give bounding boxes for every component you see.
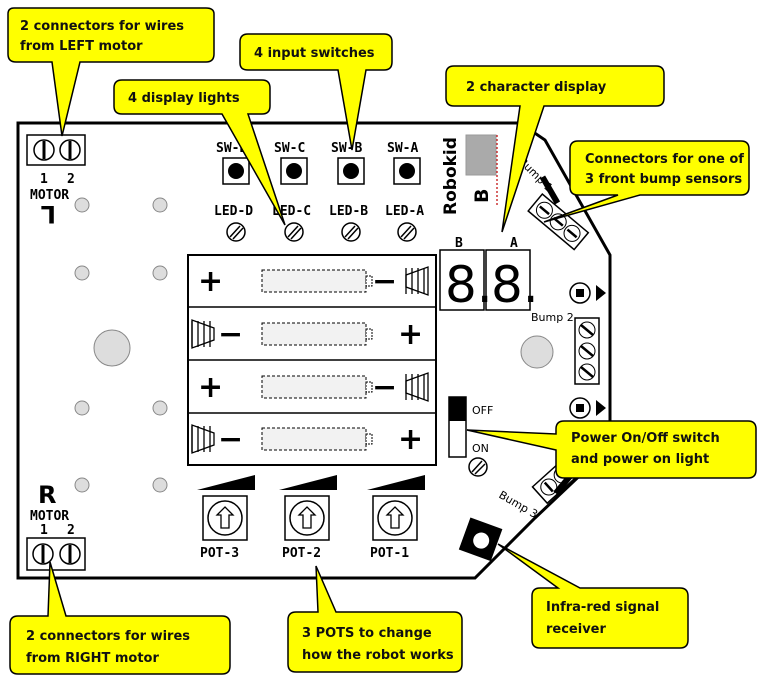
pot-label-0: POT-3 bbox=[200, 546, 239, 561]
bump-2-connector bbox=[574, 317, 600, 385]
input-switch-1[interactable] bbox=[280, 157, 308, 185]
callout-char-display-text: 2 character display bbox=[466, 80, 607, 95]
callout-ir-receiver-line-2: receiver bbox=[546, 622, 606, 637]
battery-rows: +−−++−−+ bbox=[191, 264, 429, 457]
display-light-0 bbox=[226, 222, 246, 242]
callout-display-lights-bubble bbox=[113, 79, 286, 226]
pot-wedge-0 bbox=[197, 475, 255, 490]
callout-power-switch-line-1: Power On/Off switch bbox=[571, 431, 720, 446]
ir-receiver bbox=[458, 517, 503, 562]
callout-bump-connectors-bubble bbox=[543, 140, 750, 223]
display-light-1 bbox=[284, 222, 304, 242]
power-on-label: ON bbox=[472, 442, 489, 455]
display-light-3 bbox=[397, 222, 417, 242]
battery-right-sign-0: − bbox=[372, 264, 397, 299]
display-chip bbox=[465, 134, 497, 176]
pot-knob-2[interactable] bbox=[372, 495, 418, 541]
led-label-0: LED-D bbox=[214, 204, 253, 219]
callout-ir-receiver-bubble bbox=[497, 543, 689, 649]
input-switch-3[interactable] bbox=[393, 157, 421, 185]
bump-2-buttons bbox=[569, 282, 606, 419]
callout-left-motor-line-1: 2 connectors for wires bbox=[20, 19, 184, 34]
callout-power-switch-bubble bbox=[466, 420, 757, 479]
callout-right-motor-line-2: from RIGHT motor bbox=[26, 651, 159, 666]
input-switch-2[interactable] bbox=[337, 157, 365, 185]
power-switch bbox=[448, 396, 467, 458]
callout-power-switch-line-2: and power on light bbox=[571, 452, 709, 467]
left-motor-letter: L bbox=[41, 200, 56, 228]
power-off-label: OFF bbox=[472, 404, 493, 417]
callout-char-display-bubble bbox=[445, 65, 665, 233]
battery-left-sign-1: − bbox=[218, 317, 243, 352]
callout-ir-receiver-line-1: Infra-red signal bbox=[546, 600, 659, 615]
callout-left-motor-line-2: from LEFT motor bbox=[20, 39, 143, 54]
right-motor-label: MOTOR bbox=[30, 509, 69, 524]
character-display: B A 8. 8. bbox=[439, 236, 539, 314]
battery-right-sign-1: + bbox=[398, 317, 423, 352]
callout-input-switches-bubble bbox=[239, 33, 393, 151]
battery-slot-3: −+ bbox=[191, 422, 423, 457]
callout-bump-connectors-line-2: 3 front bump sensors bbox=[585, 172, 742, 187]
left-motor-pin-2: 2 bbox=[67, 172, 75, 187]
battery-right-sign-2: − bbox=[372, 370, 397, 405]
brand-label: Robokid bbox=[441, 137, 461, 215]
callout-right-motor-bubble bbox=[9, 561, 231, 675]
switch-label-2: SW-B bbox=[331, 141, 362, 156]
digit-label-a: A bbox=[510, 236, 518, 251]
pot-wedge-1 bbox=[279, 475, 337, 490]
left-motor-label: MOTOR bbox=[30, 188, 69, 203]
led-label-3: LED-A bbox=[385, 204, 424, 219]
display-side-letter: B bbox=[471, 189, 493, 203]
pot-label-2: POT-1 bbox=[370, 546, 409, 561]
callout-input-switches-text: 4 input switches bbox=[254, 46, 375, 61]
pots: POT-3 POT-2 POT-1 bbox=[197, 475, 425, 561]
bump-2-label: Bump 2 bbox=[531, 311, 574, 324]
callout-pots-line-2: how the robot works bbox=[302, 648, 454, 663]
left-motor-pin-1: 1 bbox=[40, 172, 48, 187]
right-motor-letter: R bbox=[38, 481, 56, 509]
switch-label-3: SW-A bbox=[387, 141, 418, 156]
display-light-2 bbox=[341, 222, 361, 242]
battery-left-sign-0: + bbox=[198, 264, 223, 299]
bump-1-connector bbox=[527, 193, 590, 251]
callout-bump-connectors-line-1: Connectors for one of bbox=[585, 152, 744, 167]
right-motor-connector bbox=[26, 537, 86, 571]
battery-left-sign-2: + bbox=[198, 370, 223, 405]
switch-label-1: SW-C bbox=[274, 141, 305, 156]
pot-wedge-2 bbox=[367, 475, 425, 490]
digit-a: 8. bbox=[491, 256, 539, 314]
battery-left-sign-3: − bbox=[218, 422, 243, 457]
callout-pots-bubble bbox=[287, 565, 463, 673]
callout-display-lights-text: 4 display lights bbox=[128, 91, 240, 106]
battery-slot-0: +− bbox=[198, 264, 429, 299]
mounting-holes bbox=[74, 197, 554, 493]
digit-b: 8. bbox=[445, 256, 493, 314]
power-light bbox=[468, 457, 488, 477]
callout-pots-line-1: 3 POTS to change bbox=[302, 626, 432, 641]
battery-slot-2: +− bbox=[198, 370, 429, 405]
callout-right-motor-line-1: 2 connectors for wires bbox=[26, 629, 190, 644]
battery-slot-1: −+ bbox=[191, 317, 423, 352]
bump-1-marker bbox=[539, 175, 561, 205]
pot-knob-1[interactable] bbox=[284, 495, 330, 541]
callout-left-motor-bubble bbox=[7, 7, 215, 137]
battery-right-sign-3: + bbox=[398, 422, 423, 457]
digit-label-b: B bbox=[455, 236, 463, 251]
right-motor-pin-1: 1 bbox=[40, 523, 48, 538]
right-motor-pin-2: 2 bbox=[67, 523, 75, 538]
led-label-2: LED-B bbox=[329, 204, 368, 219]
input-switch-0[interactable] bbox=[222, 157, 250, 185]
pot-knob-0[interactable] bbox=[202, 495, 248, 541]
left-motor-connector bbox=[26, 134, 86, 166]
pot-label-1: POT-2 bbox=[282, 546, 321, 561]
